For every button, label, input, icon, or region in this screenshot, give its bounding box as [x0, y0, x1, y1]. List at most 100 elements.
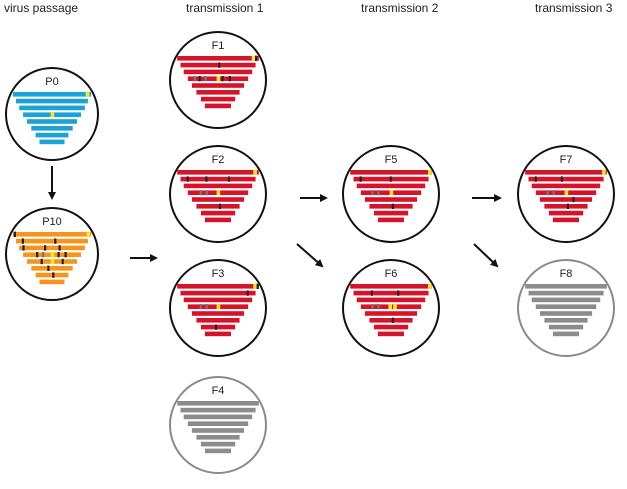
node-label: F1 [212, 40, 225, 52]
node-label: P10 [42, 216, 62, 228]
variant-mark [534, 176, 537, 182]
node-label: F6 [385, 268, 398, 280]
variant-mark [40, 258, 43, 265]
genome-bar [377, 217, 404, 223]
variant-mark-yellow [389, 190, 394, 196]
variant-mark [205, 190, 208, 196]
genome-bar [200, 324, 236, 330]
genome-bar [353, 290, 429, 296]
column-header-virus-passage: virus passage [4, 1, 78, 15]
node-f7: F7 [517, 145, 615, 243]
genome-bar [16, 98, 88, 104]
genome-bar [373, 210, 409, 216]
genome-bar [191, 311, 245, 316]
variant-mark [255, 55, 258, 61]
genome-bar [548, 324, 584, 330]
variant-mark-yellow [50, 252, 55, 258]
variant-mark [397, 290, 400, 296]
variant-mark-yellow [50, 258, 55, 265]
genome-bar [531, 183, 601, 189]
variant-mark-yellow [388, 304, 392, 310]
variant-mark [52, 272, 55, 278]
variant-mark-yellow [253, 283, 257, 289]
genome-bar [180, 407, 256, 413]
genome-bar [356, 297, 426, 303]
genome-bar [177, 56, 259, 61]
genome-bar [177, 401, 259, 406]
genome-bar [196, 204, 240, 209]
node-f4: F4 [169, 376, 267, 474]
genome-bar [180, 290, 256, 296]
variant-mark [57, 252, 60, 258]
variant-mark-yellow [393, 304, 397, 310]
variant-mark [377, 304, 380, 310]
genome-bar [364, 311, 418, 316]
variant-mark [64, 252, 67, 258]
genome-bar [544, 318, 588, 323]
genome-bar [16, 238, 88, 244]
genome-bar [183, 69, 253, 75]
genome-bar [31, 126, 73, 131]
genome-bar [183, 183, 253, 189]
genome-bar [204, 103, 231, 109]
variant-mark [58, 245, 61, 251]
genome-bar [369, 318, 413, 323]
variant-mark [44, 245, 47, 251]
variant-mark [193, 76, 196, 82]
genome-bar [531, 297, 601, 303]
variant-mark [22, 245, 25, 251]
variant-mark-yellow [85, 91, 90, 97]
variant-mark-yellow [50, 112, 55, 118]
genome-bar [350, 284, 432, 289]
genome-bar [12, 232, 92, 237]
variant-mark [198, 76, 201, 82]
genome-bar [183, 297, 253, 303]
genome-bar [196, 435, 240, 440]
variant-mark [359, 176, 362, 182]
genome-bar [377, 331, 404, 337]
node-f8: F8 [517, 259, 615, 357]
genome-bar [191, 197, 245, 202]
genome-bar [191, 428, 245, 433]
node-f5: F5 [342, 145, 440, 243]
genome-bar [196, 318, 240, 323]
variant-mark [218, 62, 221, 68]
variant-mark [371, 304, 374, 310]
variant-mark [566, 203, 569, 209]
genome-bar [39, 139, 65, 145]
genome-bar [177, 170, 259, 175]
genome-bar [356, 183, 426, 189]
genome-bar [27, 119, 77, 124]
column-header-transmission-1: transmission 1 [186, 1, 264, 15]
variant-mark [47, 265, 50, 271]
genome-bar [539, 311, 593, 316]
variant-mark [205, 176, 208, 182]
genome-bar [539, 197, 593, 202]
node-label: F3 [212, 268, 225, 280]
variant-mark [36, 252, 39, 258]
variant-mark [61, 258, 64, 265]
variant-mark-yellow [428, 283, 432, 289]
column-header-transmission-2: transmission 2 [361, 1, 439, 15]
variant-mark [199, 304, 202, 310]
node-p0: P0 [5, 67, 99, 161]
variant-mark [389, 176, 392, 182]
variant-mark [228, 76, 231, 82]
variant-mark [371, 190, 374, 196]
column-header-transmission-3: transmission 3 [535, 1, 613, 15]
variant-mark [552, 190, 555, 196]
variant-mark [377, 190, 380, 196]
genome-bar [552, 217, 579, 223]
genome-bar [12, 92, 92, 97]
genome-bar [180, 62, 256, 68]
variant-mark [186, 176, 189, 182]
genome-bar [552, 331, 579, 337]
variant-mark-yellow [216, 76, 221, 82]
variant-mark [205, 304, 208, 310]
node-label: F2 [212, 154, 225, 166]
genome-bar [180, 176, 256, 182]
arrows [48, 166, 502, 268]
genome-bar [31, 266, 73, 271]
genome-bar [204, 331, 231, 337]
genome-bar [200, 96, 236, 102]
